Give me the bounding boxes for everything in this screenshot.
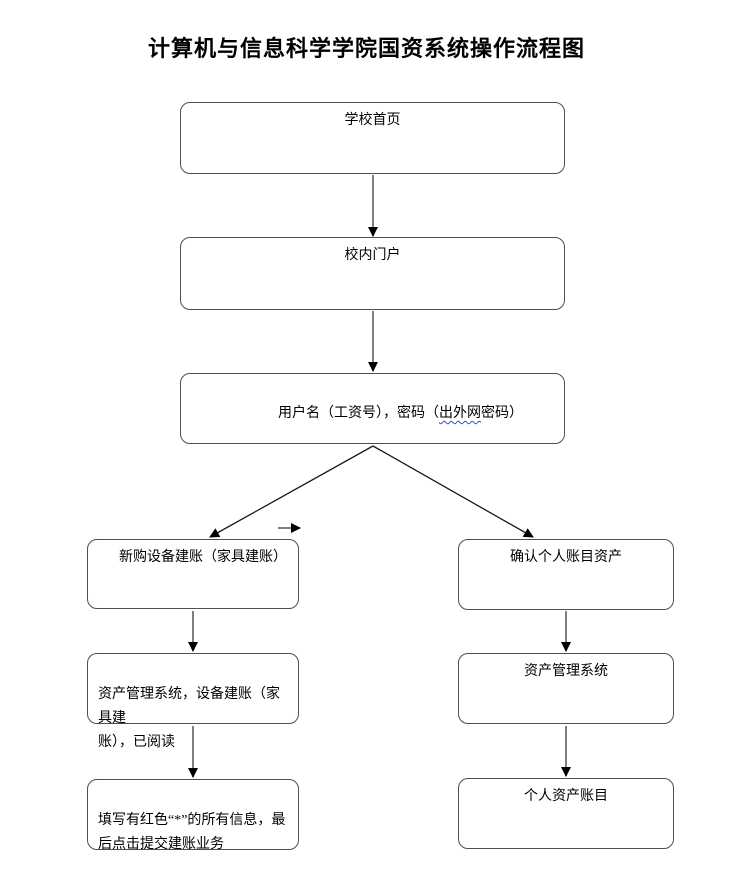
arrow-diagonal-icon-login-to-confirm: [372, 445, 534, 538]
flow-node-label: 资产管理系统: [524, 664, 608, 679]
flow-node-campus-portal: 校内门户: [180, 237, 565, 310]
login-label-spellcheck-underline: 出外网: [439, 406, 481, 421]
flow-node-label: 校内门户: [344, 248, 401, 263]
login-label-suffix: 密码）: [481, 406, 523, 421]
login-label-prefix: 用户名（工资号），密码（: [278, 406, 439, 421]
flow-node-label: 个人资产账目: [524, 789, 608, 804]
flow-node-label: 新购设备建账（家具建账）: [119, 550, 287, 565]
arrow-diagonal-icon-login-to-newdevice: [209, 445, 374, 538]
flow-node-personal-asset-account: 个人资产账目: [458, 778, 674, 849]
flow-node-asset-system-device-account: 资产管理系统，设备建账（家具建 账），已阅读: [87, 653, 299, 750]
flow-node-label: 填写有红色“*”的所有信息，最 后点击提交建账业务: [98, 813, 286, 852]
flow-node-school-home: 学校首页: [180, 102, 565, 174]
flow-node-login-credentials: 用户名（工资号），密码（出外网密码）: [180, 373, 565, 444]
flow-node-confirm-personal-assets: 确认个人账目资产: [458, 539, 674, 610]
flow-node-label: 资产管理系统，设备建账（家具建 账），已阅读: [98, 687, 280, 750]
flow-node-asset-management-system: 资产管理系统: [458, 653, 674, 724]
flow-node-label: 学校首页: [344, 113, 401, 128]
flow-node-fill-required-info: 填写有红色“*”的所有信息，最 后点击提交建账业务: [87, 779, 299, 852]
flow-node-new-device-account: 新购设备建账（家具建账）: [87, 539, 299, 609]
page-title: 计算机与信息科学学院国资系统操作流程图: [147, 36, 585, 61]
flow-node-label: 确认个人账目资产: [510, 550, 622, 565]
